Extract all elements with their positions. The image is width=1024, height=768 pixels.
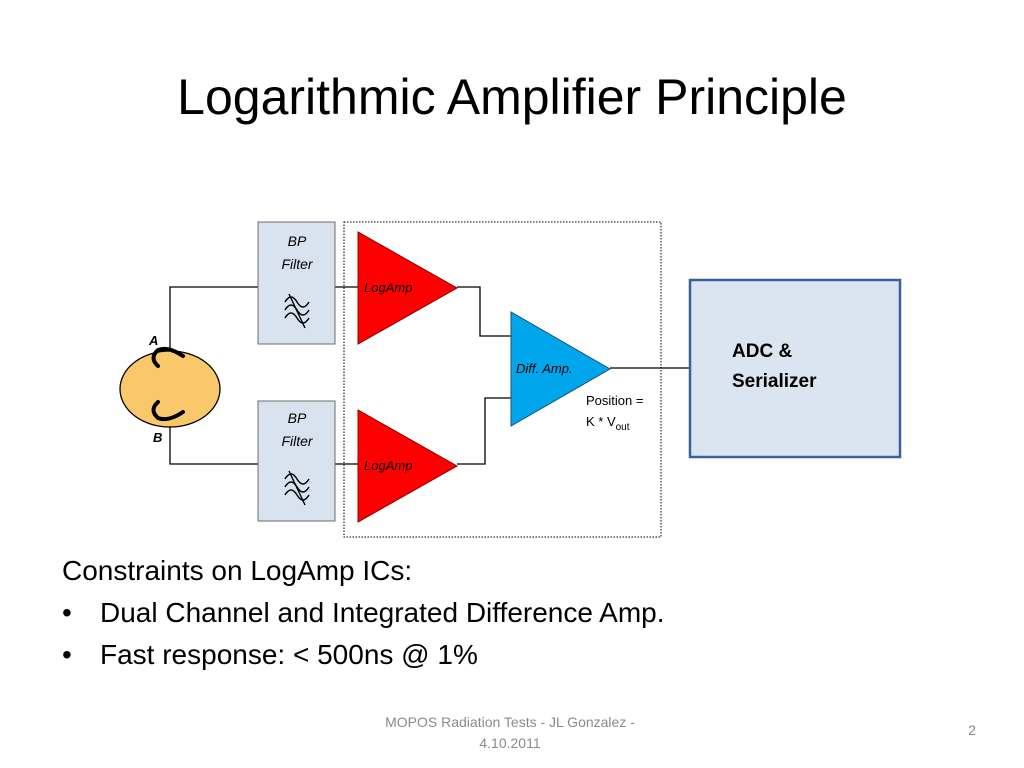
- logamp-top-label: LogAmp: [364, 280, 412, 295]
- slide-title: Logarithmic Amplifier Principle: [177, 69, 847, 125]
- constraints-section: Constraints on LogAmp ICs: Dual Channel …: [62, 550, 962, 676]
- diff-amp-label: Diff. Amp.: [516, 361, 573, 376]
- bp-filter-bottom: BP Filter: [257, 400, 336, 522]
- list-item: Fast response: < 500ns @ 1%: [62, 634, 962, 676]
- pickup-body: [119, 350, 221, 428]
- position-eq-line1: Position =: [586, 393, 643, 408]
- list-item: Dual Channel and Integrated Difference A…: [62, 592, 962, 634]
- filter-top-line2: Filter: [281, 256, 313, 272]
- pickup-label-a: A: [148, 333, 158, 348]
- position-eq-main: K * V: [586, 414, 616, 429]
- adc-serializer-block: ADC & Serializer: [688, 278, 902, 459]
- wire-a-to-filter: [169, 286, 258, 368]
- adc-line2: Serializer: [732, 371, 817, 392]
- pickup-label-b: B: [153, 430, 162, 445]
- electrode-b-icon: [151, 400, 185, 422]
- logamp-bottom: LogAmp: [357, 409, 459, 523]
- diff-amp: Diff. Amp.: [510, 311, 612, 427]
- constraints-heading: Constraints on LogAmp ICs:: [62, 555, 413, 586]
- wire-logamp-bottom-to-diff: [457, 397, 511, 465]
- slide-footer: MOPOS Radiation Tests - JL Gonzalez - 4.…: [385, 714, 635, 751]
- sine-wave-icon: [284, 470, 310, 506]
- sine-wave-icon: [284, 293, 310, 329]
- filter-bottom-line2: Filter: [281, 433, 313, 449]
- adc-line1: ADC &: [732, 341, 792, 362]
- bpm-pickup: A B: [119, 333, 221, 445]
- wire-b-to-filter: [169, 410, 258, 465]
- constraints-list: Dual Channel and Integrated Difference A…: [62, 592, 962, 676]
- filter-top-line1: BP: [288, 233, 307, 249]
- page-number: 2: [968, 722, 976, 738]
- wire-logamp-top-to-diff: [457, 286, 511, 337]
- signal-wires: [169, 286, 690, 465]
- bp-filter-top: BP Filter: [257, 221, 336, 345]
- position-eq-sub: out: [616, 422, 630, 433]
- logamp-top: LogAmp: [357, 231, 459, 345]
- filter-bottom-line1: BP: [288, 410, 307, 426]
- logamp-bottom-label: LogAmp: [364, 458, 412, 473]
- position-eq-line2: K * Vout: [586, 414, 630, 433]
- electrode-a-icon: [151, 346, 185, 368]
- logamp-ic-boundary: [343, 221, 662, 538]
